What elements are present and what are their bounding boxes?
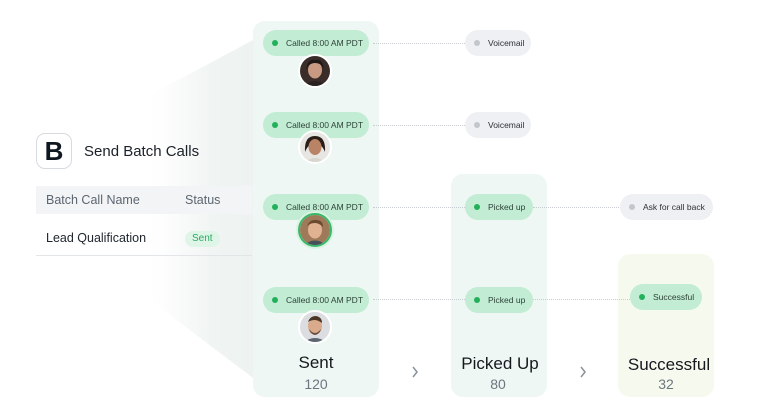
call-status-pill[interactable]: Called 8:00 AM PDT: [263, 287, 369, 313]
avatar[interactable]: [298, 130, 332, 164]
voicemail-pill[interactable]: Voicemail: [465, 30, 531, 56]
connector: [533, 299, 630, 300]
call-outcome-label: Voicemail: [488, 120, 525, 130]
sent-label: Sent: [298, 353, 334, 372]
status-badge: Sent: [185, 231, 220, 247]
successful-column: [618, 254, 714, 397]
brand-logo: B: [36, 133, 72, 169]
person-icon: [300, 132, 330, 162]
batch-call-name: Lead Qualification: [46, 231, 147, 245]
person-icon: [300, 312, 330, 342]
successful-label-heading: Successful: [627, 355, 711, 374]
avatar-active[interactable]: [298, 213, 332, 247]
column-header-status: Status: [185, 193, 221, 207]
status-dot-icon: [272, 40, 278, 46]
avatar[interactable]: [298, 310, 332, 344]
person-icon: [300, 56, 330, 86]
picked-up-label: Picked up: [488, 295, 526, 305]
table-row[interactable]: Lead Qualification Sent: [36, 222, 252, 256]
status-dot-icon: [474, 40, 480, 46]
connector: [533, 207, 621, 208]
connector: [373, 207, 465, 208]
avatar[interactable]: [298, 54, 332, 88]
picked-up-pill[interactable]: Picked up: [465, 287, 533, 313]
successful-label: Successful: [653, 292, 695, 302]
connector: [373, 125, 465, 126]
call-time-label: Called 8:00 AM PDT: [286, 38, 364, 48]
person-icon: [300, 215, 330, 245]
connector: [373, 43, 465, 44]
voicemail-pill[interactable]: Voicemail: [465, 112, 531, 138]
status-dot-icon: [474, 297, 480, 303]
status-dot-icon: [639, 294, 645, 300]
status-dot-icon: [474, 204, 480, 210]
panel-title: Send Batch Calls: [84, 143, 200, 160]
status-dot-icon: [272, 204, 278, 210]
status-dot-icon: [272, 297, 278, 303]
status-dot-icon: [272, 122, 278, 128]
call-time-label: Called 8:00 AM PDT: [286, 120, 364, 130]
chevron-right-icon: [579, 366, 587, 381]
call-time-label: Called 8:00 AM PDT: [286, 202, 364, 212]
call-back-pill[interactable]: Ask for call back: [620, 194, 713, 220]
column-header-name: Batch Call Name: [46, 193, 140, 207]
sent-count: 120: [304, 376, 328, 392]
status-dot-icon: [629, 204, 635, 210]
successful-pill[interactable]: Successful: [630, 284, 702, 310]
connector: [373, 299, 465, 300]
call-status-pill[interactable]: Called 8:00 AM PDT: [263, 30, 369, 56]
logo-letter: B: [44, 135, 64, 166]
call-outcome-label: Ask for call back: [643, 202, 705, 212]
call-status-pill[interactable]: Called 8:00 AM PDT: [263, 112, 369, 138]
call-outcome-label: Voicemail: [488, 38, 525, 48]
successful-count: 32: [658, 376, 674, 392]
picked-up-count: 80: [490, 376, 506, 392]
picked-up-pill[interactable]: Picked up: [465, 194, 533, 220]
picked-up-label-heading: Picked Up: [461, 354, 539, 373]
chevron-right-icon: [411, 366, 419, 381]
call-time-label: Called 8:00 AM PDT: [286, 295, 364, 305]
status-dot-icon: [474, 122, 480, 128]
table-header: Batch Call Name Status: [36, 186, 252, 214]
picked-up-label: Picked up: [488, 202, 526, 212]
